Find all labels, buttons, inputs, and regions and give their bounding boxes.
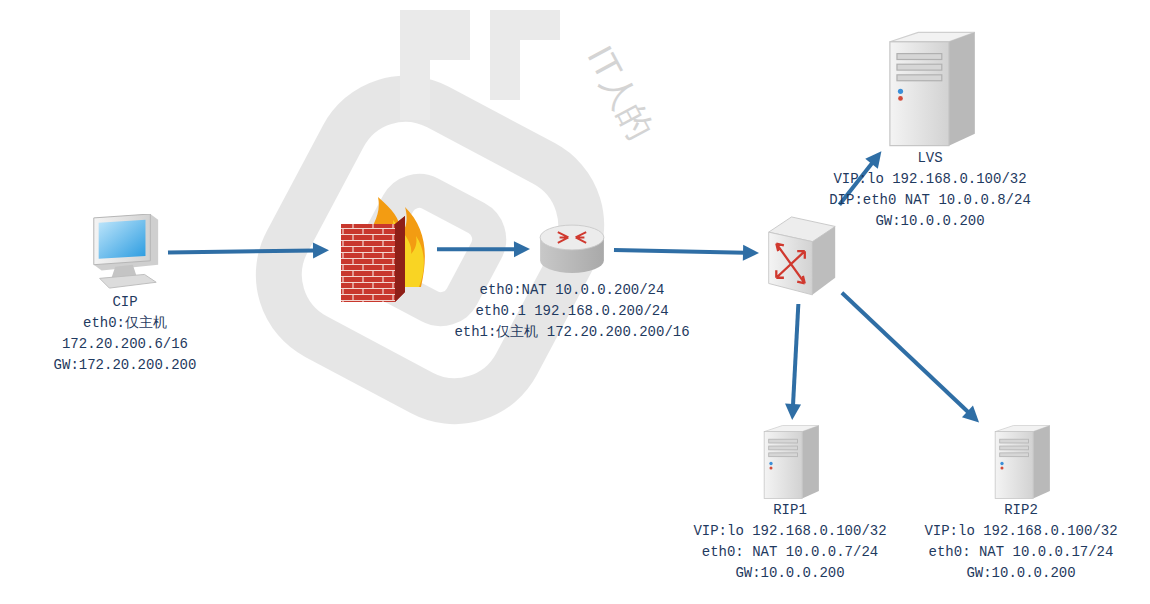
network-link: [842, 293, 979, 423]
address-text: GW:10.0.0.200: [875, 211, 984, 232]
device-icon: [534, 218, 610, 280]
address-text: GW:10.0.0.200: [966, 563, 1075, 584]
address-text: eth0.1 192.168.0.200/24: [475, 301, 668, 322]
network-link: [614, 245, 759, 261]
address-text: GW:10.0.0.200: [735, 563, 844, 584]
address-text: eth1:仅主机 172.20.200.200/16: [454, 322, 689, 343]
lvs-server: LVSVIP:lo 192.168.0.100/32DIP:eth0 NAT 1…: [829, 30, 1031, 232]
address-text: eth0:仅主机: [83, 313, 167, 334]
address-text: GW:172.20.200.200: [54, 355, 197, 376]
client-host: CIPeth0:仅主机172.20.200.6/16GW:172.20.200.…: [54, 214, 197, 376]
switch-icon: [763, 208, 839, 300]
device-name: LVS: [917, 148, 942, 169]
device-icon: [763, 208, 839, 300]
address-text: eth0:NAT 10.0.0.200/24: [480, 280, 665, 301]
address-text: VIP:lo 192.168.0.100/32: [833, 169, 1026, 190]
device-name: RIP1: [773, 500, 807, 521]
address-text: DIP:eth0 NAT 10.0.0.8/24: [829, 190, 1031, 211]
watermark-text: IT人的: [576, 39, 663, 148]
device-icon: [982, 424, 1060, 500]
address-text: VIP:lo 192.168.0.100/32: [693, 521, 886, 542]
device-icon: [881, 30, 979, 148]
address-text: eth0: NAT 10.0.0.17/24: [929, 542, 1114, 563]
network-link: [168, 242, 329, 258]
device-name: RIP2: [1004, 500, 1038, 521]
device-name: CIP: [112, 292, 137, 313]
device-icon: [751, 424, 829, 500]
address-text: eth0: NAT 10.0.0.7/24: [702, 542, 878, 563]
router: eth0:NAT 10.0.0.200/24eth0.1 192.168.0.2…: [454, 218, 689, 343]
address-text: VIP:lo 192.168.0.100/32: [924, 521, 1117, 542]
address-text: 172.20.200.6/16: [62, 334, 188, 355]
real-server: RIP1VIP:lo 192.168.0.100/32eth0: NAT 10.…: [693, 424, 886, 584]
real-server: RIP2VIP:lo 192.168.0.100/32eth0: NAT 10.…: [924, 424, 1117, 584]
device-icon: [86, 214, 164, 292]
network-link: [437, 241, 530, 257]
network-link: [785, 304, 801, 420]
device-icon: [333, 192, 433, 307]
firewall-icon: [333, 192, 433, 307]
